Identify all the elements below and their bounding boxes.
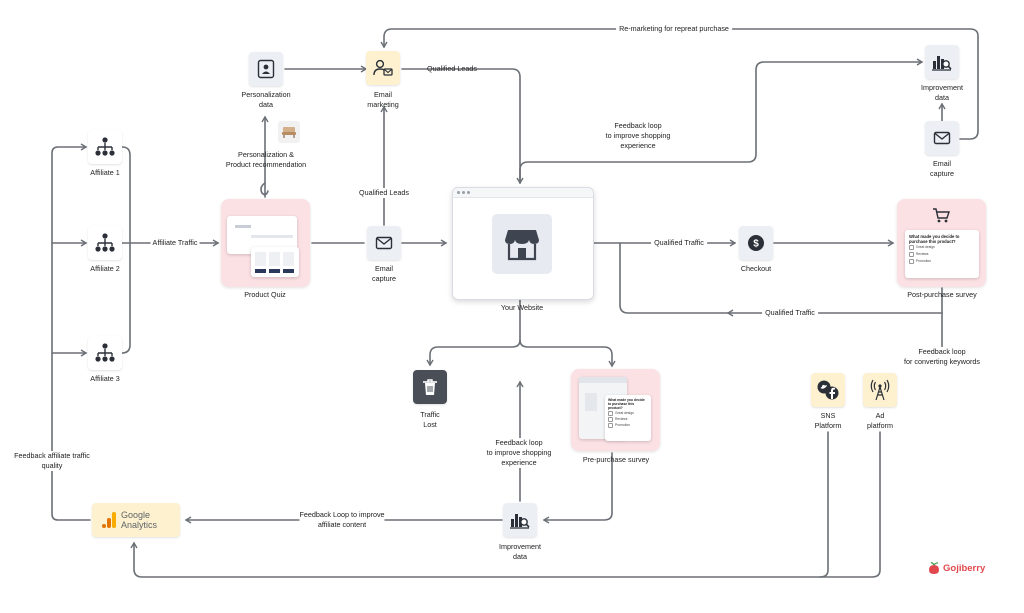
trash-icon	[423, 379, 437, 395]
improvement-data-top-label: Improvement data	[921, 83, 963, 102]
ad-platform-label: Ad platform	[867, 411, 893, 430]
google-analytics-node[interactable]: Google Analytics	[92, 503, 180, 537]
improvement-data-bottom-label: Improvement data	[499, 542, 541, 561]
pre-survey-question: What made you decide to purchase this pr…	[608, 398, 645, 410]
qualified-traffic-return-label: Qualified Traffic	[762, 308, 818, 318]
affiliate-1-node[interactable]	[88, 130, 122, 164]
chart-search-icon	[932, 56, 952, 71]
feedback-affiliate-quality-label: Feedback affiliate traffic quality	[14, 451, 90, 471]
email-capture-mid-node[interactable]	[367, 226, 401, 260]
personalization-data-node[interactable]	[249, 52, 283, 86]
user-mail-icon	[373, 59, 393, 76]
feedback-shopping-bottom-label: Feedback loop to improve shopping experi…	[486, 438, 552, 468]
post-purchase-survey-label: Post-purchase survey	[907, 290, 977, 299]
chair-icon	[282, 127, 296, 138]
email-capture-right-label: Email capture	[930, 159, 954, 178]
your-website-node[interactable]	[452, 187, 594, 300]
product-quiz-node[interactable]	[221, 199, 310, 287]
store-tile	[492, 214, 552, 274]
checkout-node[interactable]: $	[739, 226, 773, 260]
feedback-keywords-label: Feedback loop for converting keywords	[904, 347, 980, 367]
traffic-lost-label: Traffic Lost	[420, 410, 440, 429]
google-analytics-line2: Analytics	[121, 520, 158, 530]
dollar-coin-icon: $	[748, 235, 764, 251]
remarketing-label: Re-marketing for repreat purchase	[616, 24, 732, 34]
affiliate-2-node[interactable]	[88, 226, 122, 260]
store-icon	[505, 230, 539, 261]
network-icon	[95, 343, 115, 362]
social-icons	[817, 380, 839, 400]
email-marketing-label: Email marketing	[367, 90, 399, 109]
personalization-data-label: Personalization data	[241, 90, 291, 109]
email-capture-mid-label: Email capture	[372, 264, 396, 283]
google-analytics-line1: Google	[121, 510, 151, 520]
post-survey-option: Reviews	[909, 251, 975, 258]
feedback-affiliate-content-label: Feedback Loop to improve affiliate conte…	[299, 510, 385, 530]
pre-survey-card: What made you decide to purchase this pr…	[605, 395, 651, 441]
post-survey-card: What made you decide to purchase this pr…	[905, 230, 979, 278]
affiliate-2-label: Affiliate 2	[90, 264, 120, 273]
chart-search-icon	[510, 514, 530, 529]
ad-platform-node[interactable]	[863, 373, 897, 407]
envelope-icon	[933, 131, 951, 145]
qualified-leads-mid-label: Qualified Leads	[357, 188, 411, 198]
pre-purchase-survey-label: Pre-purchase survey	[582, 455, 650, 464]
user-profile-icon	[257, 59, 275, 79]
affiliate-traffic-label: Affiliate Traffic	[150, 238, 200, 248]
quiz-screen-results	[251, 247, 299, 277]
sns-platform-label: SNS Platform	[814, 411, 842, 430]
feedback-shopping-top-label: Feedback loop to improve shopping experi…	[605, 121, 671, 150]
network-icon	[95, 233, 115, 252]
post-purchase-survey-node[interactable]: What made you decide to purchase this pr…	[897, 199, 986, 287]
affiliate-3-node[interactable]	[88, 336, 122, 370]
post-survey-option: Great design	[909, 244, 975, 251]
google-analytics-icon	[102, 512, 116, 528]
post-survey-question: What made you decide to purchase this pr…	[909, 234, 960, 244]
checkout-label: Checkout	[740, 264, 772, 273]
network-icon	[95, 137, 115, 156]
sns-platform-node[interactable]	[811, 373, 845, 407]
personalization-recommendation-label: Personalization & Product recommendation	[225, 150, 307, 169]
cart-icon	[933, 208, 950, 223]
qualified-leads-top-label: Qualified Leads	[427, 64, 477, 73]
traffic-lost-node[interactable]	[413, 370, 447, 404]
affiliate-3-label: Affiliate 3	[90, 374, 120, 383]
improvement-data-top-node[interactable]	[925, 45, 959, 79]
email-marketing-node[interactable]	[366, 51, 400, 85]
pre-survey-option: Reviews	[608, 416, 648, 422]
gojiberry-logo: Gojiberry	[928, 562, 985, 575]
pre-purchase-survey-node[interactable]: What made you decide to purchase this pr…	[571, 369, 660, 451]
envelope-icon	[375, 236, 393, 250]
your-website-label: Your Website	[500, 303, 544, 312]
post-survey-option: Promotion	[909, 258, 975, 265]
pre-survey-option: Great design	[608, 410, 648, 416]
pre-survey-option: Promotion	[608, 422, 648, 428]
improvement-data-bottom-node[interactable]	[503, 503, 537, 537]
chair-thumbnail	[278, 121, 300, 143]
brand-name: Gojiberry	[943, 563, 986, 574]
svg-text:$: $	[753, 239, 759, 250]
product-quiz-label: Product Quiz	[244, 290, 286, 299]
antenna-icon	[870, 379, 890, 401]
email-capture-right-node[interactable]	[925, 121, 959, 155]
affiliate-1-label: Affiliate 1	[90, 168, 120, 177]
gojiberry-icon	[929, 562, 939, 574]
qualified-traffic-right-label: Qualified Traffic	[651, 238, 707, 248]
